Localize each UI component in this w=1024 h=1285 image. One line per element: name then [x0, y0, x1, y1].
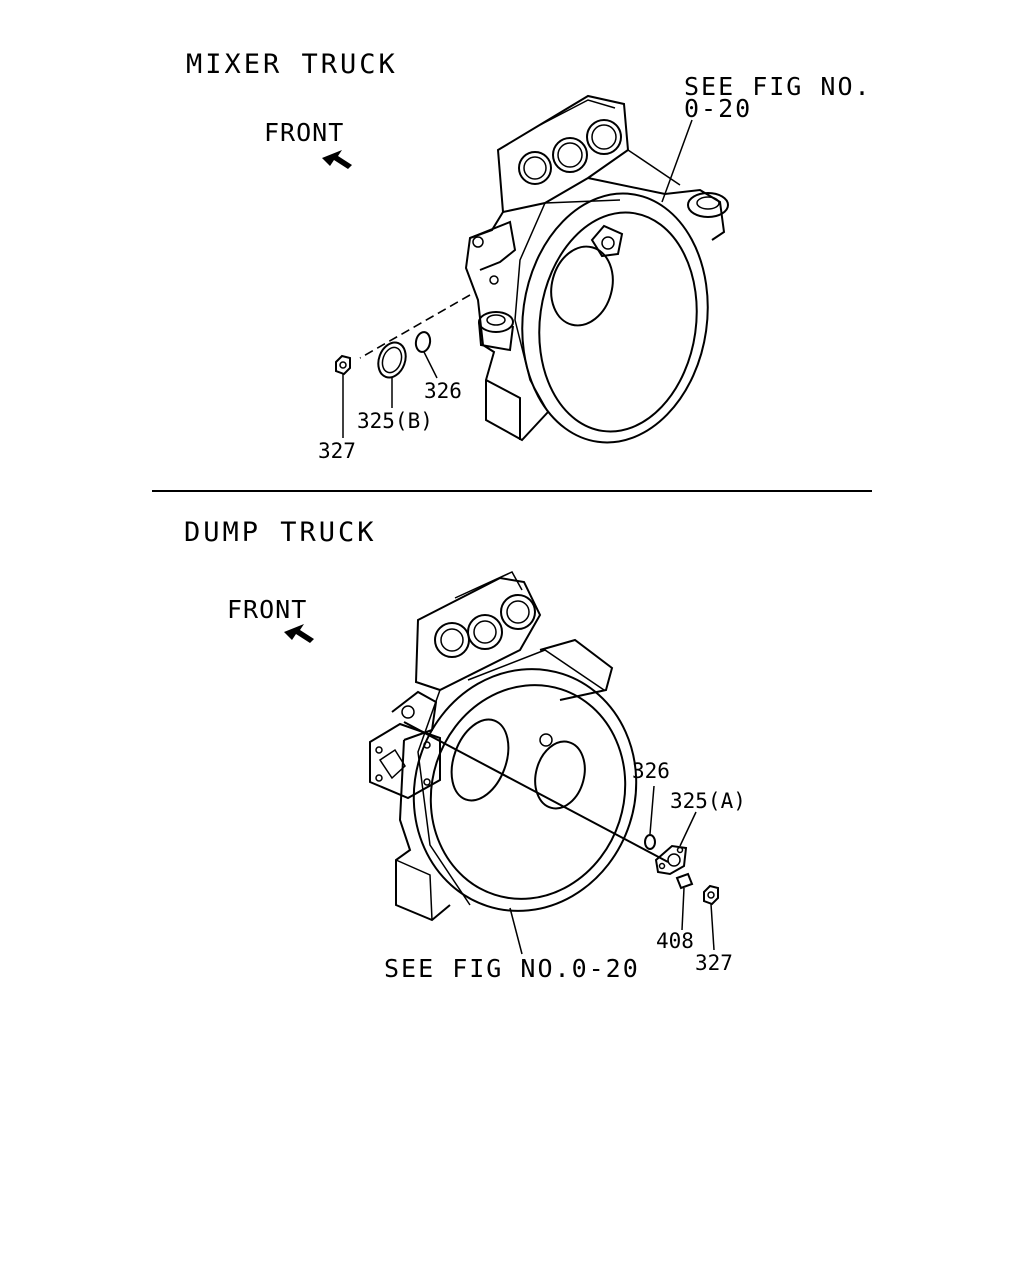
dump-part-326: 326 [632, 759, 670, 783]
mixer-flywheel-housing [464, 94, 729, 444]
dump-exploded-parts [403, 721, 719, 955]
dump-see-fig: SEE FIG NO.0-20 [384, 954, 640, 983]
dump-part-408: 408 [656, 929, 694, 953]
mixer-see-fig-line2: 0-20 [684, 94, 753, 123]
mixer-part-326: 326 [424, 379, 462, 403]
mixer-part-325b: 325(B) [357, 409, 433, 433]
mixer-see-fig-line1: SEE FIG NO. [684, 72, 872, 101]
mixer-front-arrow [322, 150, 352, 169]
mixer-front-label: FRONT [264, 118, 345, 147]
dump-front-arrow [284, 624, 314, 643]
dump-part-327: 327 [695, 951, 733, 975]
dump-front-label: FRONT [227, 595, 308, 624]
dump-part-325a: 325(A) [670, 789, 746, 813]
mixer-exploded-parts [335, 119, 693, 438]
mixer-truck-title: MIXER TRUCK [186, 49, 398, 80]
dump-flywheel-housing [369, 571, 638, 922]
mixer-part-327: 327 [318, 439, 356, 463]
dump-truck-title: DUMP TRUCK [184, 517, 377, 548]
